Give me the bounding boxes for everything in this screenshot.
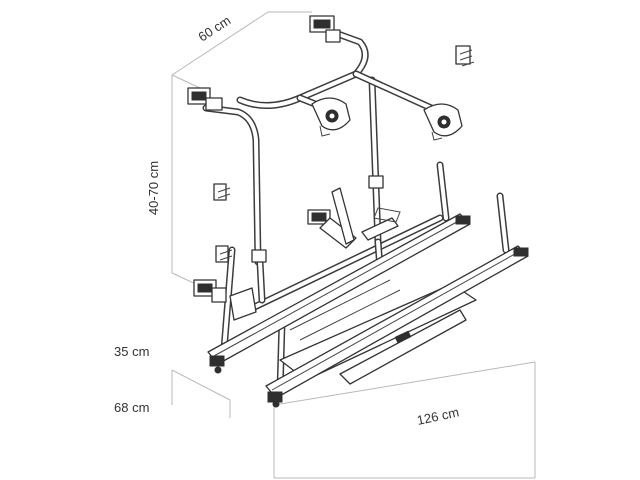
dimension-height-label: 40-70 cm bbox=[146, 161, 161, 215]
spare-clamp-icon-low bbox=[215, 245, 233, 263]
spare-clamp-icon-right bbox=[455, 45, 475, 67]
spare-clamp-icon-mid bbox=[213, 183, 231, 201]
wheel-rail-back bbox=[207, 213, 471, 374]
dimension-lower-offset-label: 35 cm bbox=[114, 344, 149, 359]
bike-clamp-right bbox=[423, 103, 463, 141]
dimension-guides bbox=[171, 11, 536, 479]
bike-clamp-left bbox=[311, 97, 351, 137]
wheel-rail-front bbox=[265, 245, 529, 408]
mount-bracket-left bbox=[187, 87, 223, 111]
dimension-length-label: 126 cm bbox=[416, 404, 461, 428]
mount-bracket-lower-left bbox=[193, 279, 227, 303]
dimension-width-label: 60 cm bbox=[195, 13, 233, 45]
strut-joints bbox=[229, 175, 401, 321]
mount-bracket-top bbox=[309, 15, 341, 43]
dimension-ground-offset-label: 68 cm bbox=[114, 400, 149, 415]
